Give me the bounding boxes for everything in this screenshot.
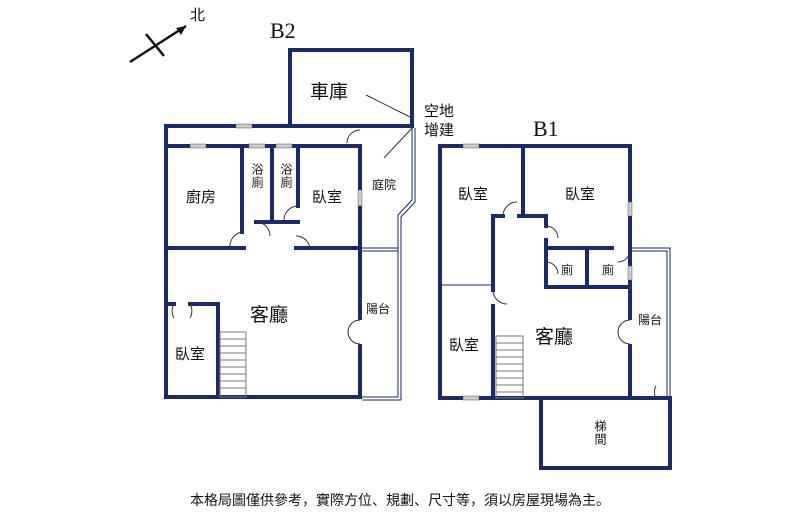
b1-bedroom1-label: 臥室: [458, 185, 489, 203]
b2-bedroom2-label: 臥室: [175, 345, 206, 363]
disclaimer-note: 本格局圖僅供參考，實際方位、規劃、尺寸等，須以房屋現場為主。: [190, 493, 610, 509]
b2-balcony-label: 陽台: [366, 302, 391, 316]
b2-walls: [164, 48, 416, 401]
b1-bedroom2-label: 臥室: [565, 185, 596, 203]
b2-doors: [171, 123, 363, 345]
b1-title: B1: [533, 116, 559, 141]
b1-doors: [462, 143, 657, 401]
north-arrow-icon: [129, 24, 187, 64]
b1-toilet1-label: 廁: [561, 263, 574, 277]
b2-bedroom1-label: 臥室: [312, 188, 343, 206]
b2-garage-label: 車庫: [310, 81, 349, 103]
b2-living-label: 客廳: [250, 304, 289, 326]
b1-balcony-label: 陽台: [638, 313, 663, 327]
b2-title: B2: [270, 18, 296, 43]
b1-bedroom3-label: 臥室: [449, 336, 480, 354]
b2-bath2-label: 浴廁: [279, 163, 293, 189]
annotation-line1: 空地: [424, 102, 455, 120]
b1-stairwell-label: 梯間: [593, 420, 607, 446]
b1-toilet2-label: 廁: [602, 263, 615, 277]
b2-courtyard-label: 庭院: [372, 178, 397, 192]
b1-living-label: 客廳: [535, 326, 574, 348]
b2-bath1-label: 浴廁: [250, 163, 264, 189]
b2-stairs: [219, 331, 247, 398]
b2-kitchen-label: 廚房: [186, 188, 217, 206]
annotation-line2: 增建: [424, 121, 455, 139]
compass-label: 北: [190, 6, 206, 24]
b1-stairs: [495, 335, 524, 399]
